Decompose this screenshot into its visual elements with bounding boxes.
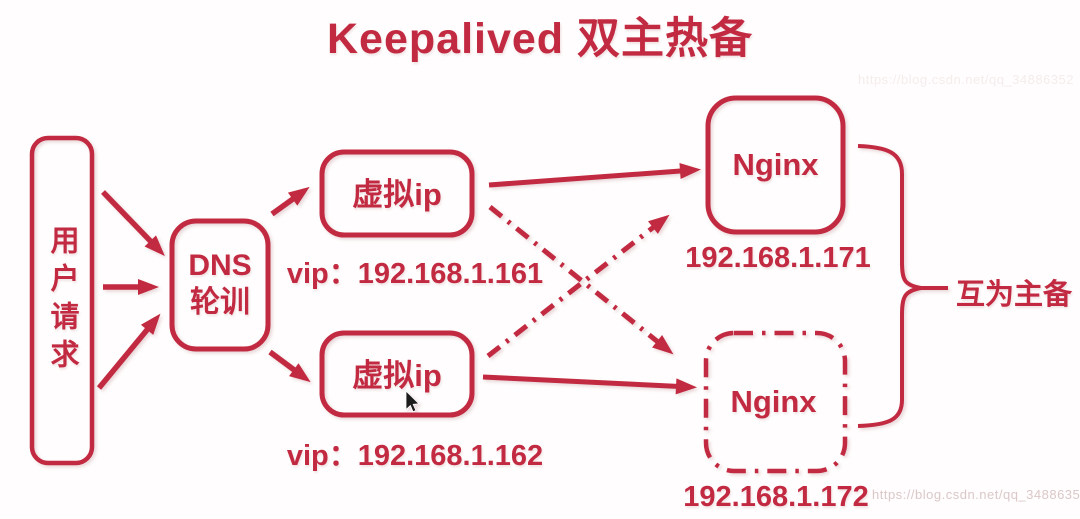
mouse-cursor-icon [405,390,420,413]
brace [857,144,922,428]
vip-2-address-caption: vip：192.168.1.162 [286,440,544,472]
virtual-ip-1-box [319,149,475,238]
dns-round-robin-label: DNS 轮训 [188,249,252,319]
arrow-dns-to-vip2 [268,349,311,383]
arrow-user-to-dns-top [101,190,165,257]
arrow-vip2-to-nginx2 [482,374,697,395]
dns-box [169,218,271,352]
virtual-ip-2-label: 虚拟ip [352,358,442,393]
virtual-ip-2-box [319,330,475,418]
nginx-1-box [705,95,846,235]
arrow-vip2-to-nginx1-failover [486,214,670,358]
nginx-1-label: Nginx [732,147,819,182]
user-request-label: 用户请求 [46,224,78,377]
nginx-1-ip-caption: 192.168.1.171 [685,242,871,274]
user-request-box [29,135,95,466]
arrow-user-to-dns-bottom [96,313,161,390]
nginx-2-label: Nginx [730,384,817,419]
arrow-dns-to-vip1 [270,186,310,217]
nginx-2-box [703,330,848,474]
arrow-vip1-to-nginx2-failover [488,205,674,355]
diagram-title: Keepalived 双主热备 [327,15,753,63]
vip-1-address-caption: vip：192.168.1.161 [286,258,544,290]
nginx-2-ip-caption: 192.168.1.172 [683,481,869,513]
mutual-master-backup-label: 互为主备 [956,279,1073,311]
watermark-bottom: https://blog.csdn.net/qq_34886352 [872,487,1080,502]
watermark-top: https://blog.csdn.net/qq_34886352 [858,72,1074,87]
arrow-vip1-to-nginx1 [488,163,701,188]
virtual-ip-1-label: 虚拟ip [352,177,442,212]
